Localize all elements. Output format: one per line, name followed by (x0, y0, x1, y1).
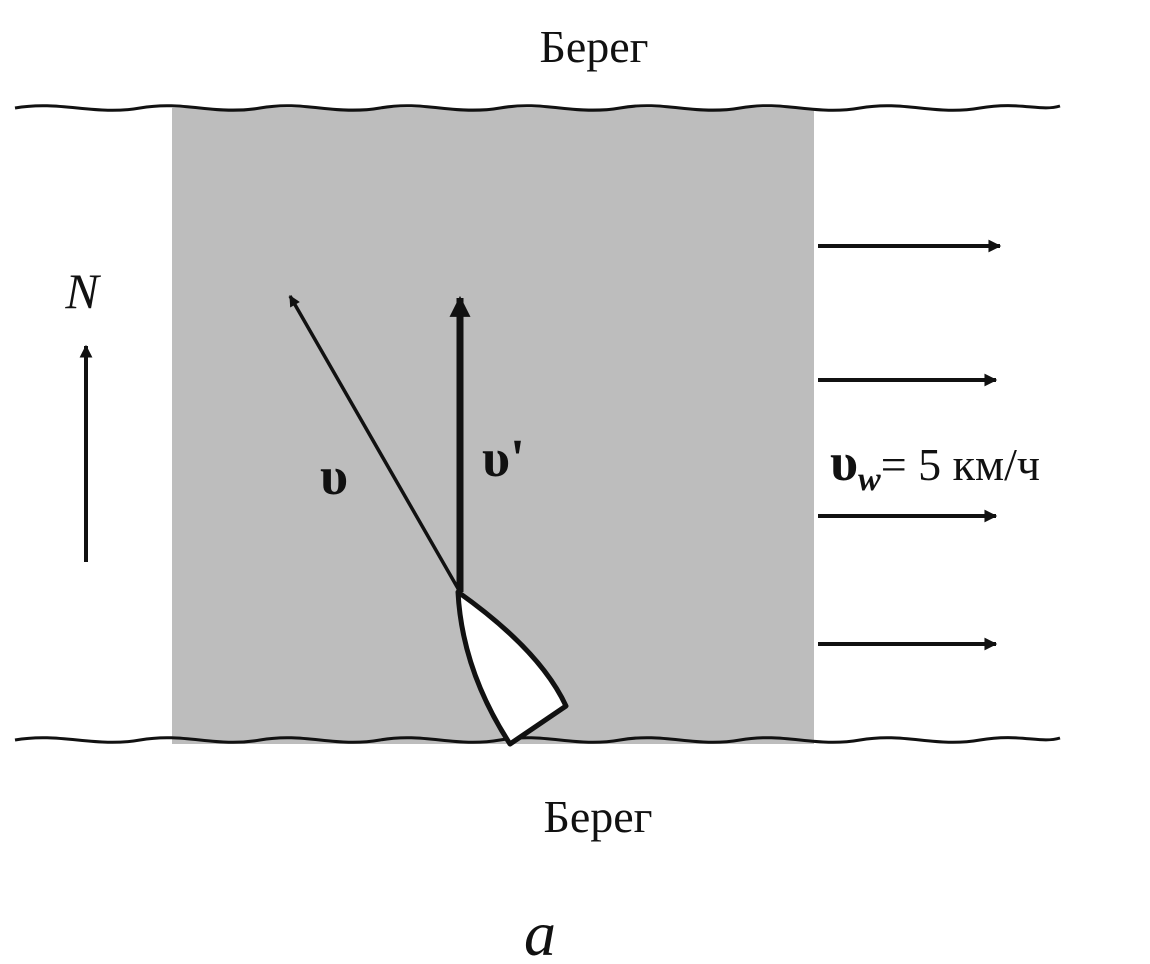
water-velocity-subscript: w (858, 461, 881, 498)
water-velocity-symbol: υ (830, 432, 858, 492)
water-velocity-label: υw= 5 км/ч (830, 432, 1040, 498)
top-shore-line (14, 104, 1061, 112)
boat-velocity-label: υ (320, 446, 348, 506)
bottom-shore-label: Берег (543, 791, 652, 842)
boat-icon (455, 589, 569, 747)
water-velocity-value: = 5 км/ч (881, 439, 1040, 490)
top-shore-label: Берег (539, 21, 648, 72)
boat-velocity-arrow (288, 295, 462, 593)
bottom-shore-line (14, 736, 1061, 744)
relative-velocity-label: υ' (482, 428, 525, 488)
north-label: N (64, 263, 101, 319)
figure-label: a (524, 898, 556, 964)
